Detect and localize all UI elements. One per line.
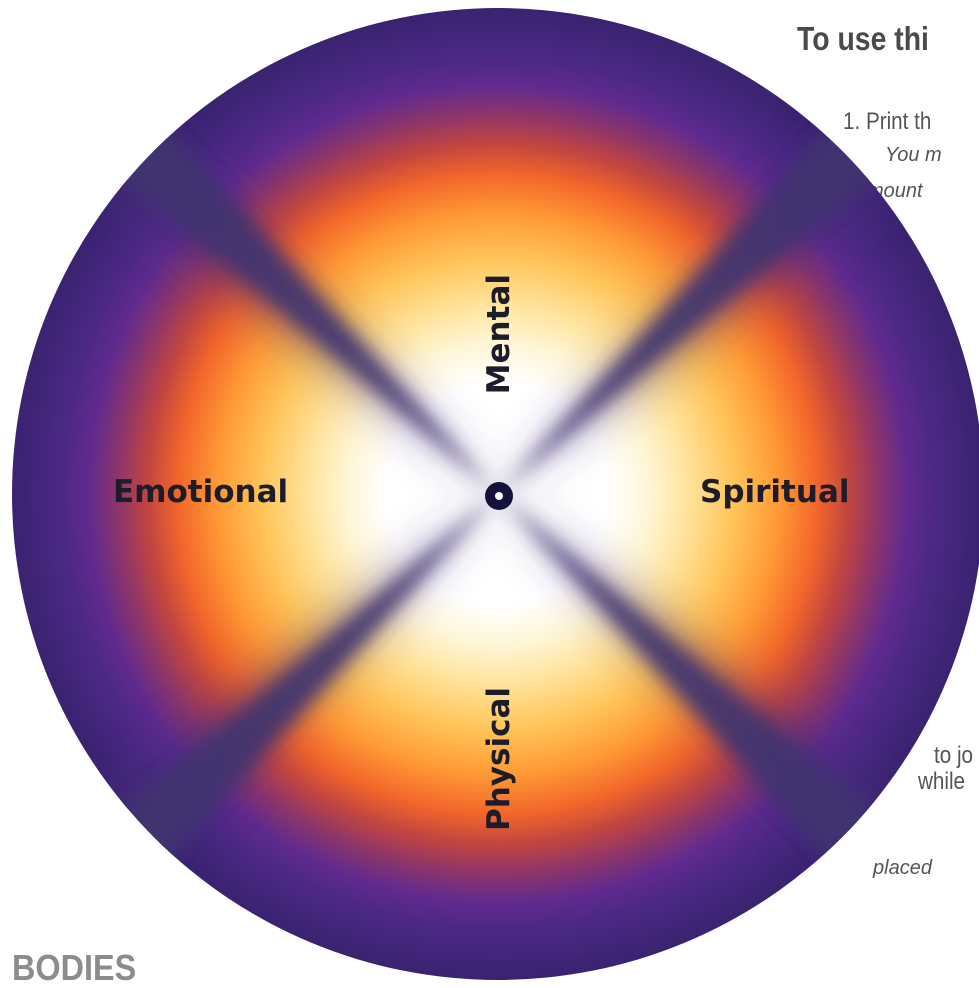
label-emotional: Emotional bbox=[113, 474, 288, 510]
label-physical: Physical bbox=[481, 687, 517, 831]
label-mental: Mental bbox=[481, 274, 517, 394]
label-spiritual: Spiritual bbox=[700, 474, 850, 510]
spoke-top-left bbox=[112, 120, 498, 494]
spoke-bottom-left bbox=[112, 494, 498, 868]
spoke-bottom-right bbox=[498, 494, 884, 868]
center-dot-icon bbox=[485, 482, 513, 510]
spoke-top-right bbox=[498, 120, 884, 494]
